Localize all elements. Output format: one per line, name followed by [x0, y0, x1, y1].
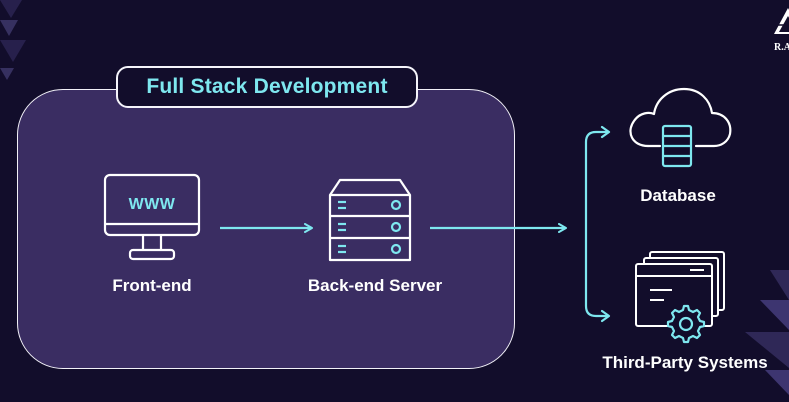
monitor-icon: WWW — [103, 173, 201, 261]
diagram-title-text: Full Stack Development — [146, 75, 388, 98]
right-triangle-cluster — [745, 270, 789, 395]
server-icon — [328, 178, 412, 262]
backend-label: Back-end Server — [307, 276, 443, 295]
third-party-label: Third-Party Systems — [602, 353, 768, 372]
www-text: WWW — [129, 196, 176, 213]
arrow-to-database — [600, 125, 611, 139]
diagram-title: Full Stack Development — [116, 66, 418, 108]
brand-logo: R.A — [774, 8, 789, 53]
logo-text: R.A — [774, 42, 789, 53]
cloud-database-icon — [629, 87, 732, 168]
database-label: Database — [640, 186, 716, 205]
gear-icon — [666, 304, 706, 344]
arrow-to-third-party — [600, 309, 611, 323]
frontend-label: Front-end — [112, 276, 192, 295]
left-triangle-cluster — [0, 0, 26, 80]
branch-connector — [584, 130, 610, 318]
